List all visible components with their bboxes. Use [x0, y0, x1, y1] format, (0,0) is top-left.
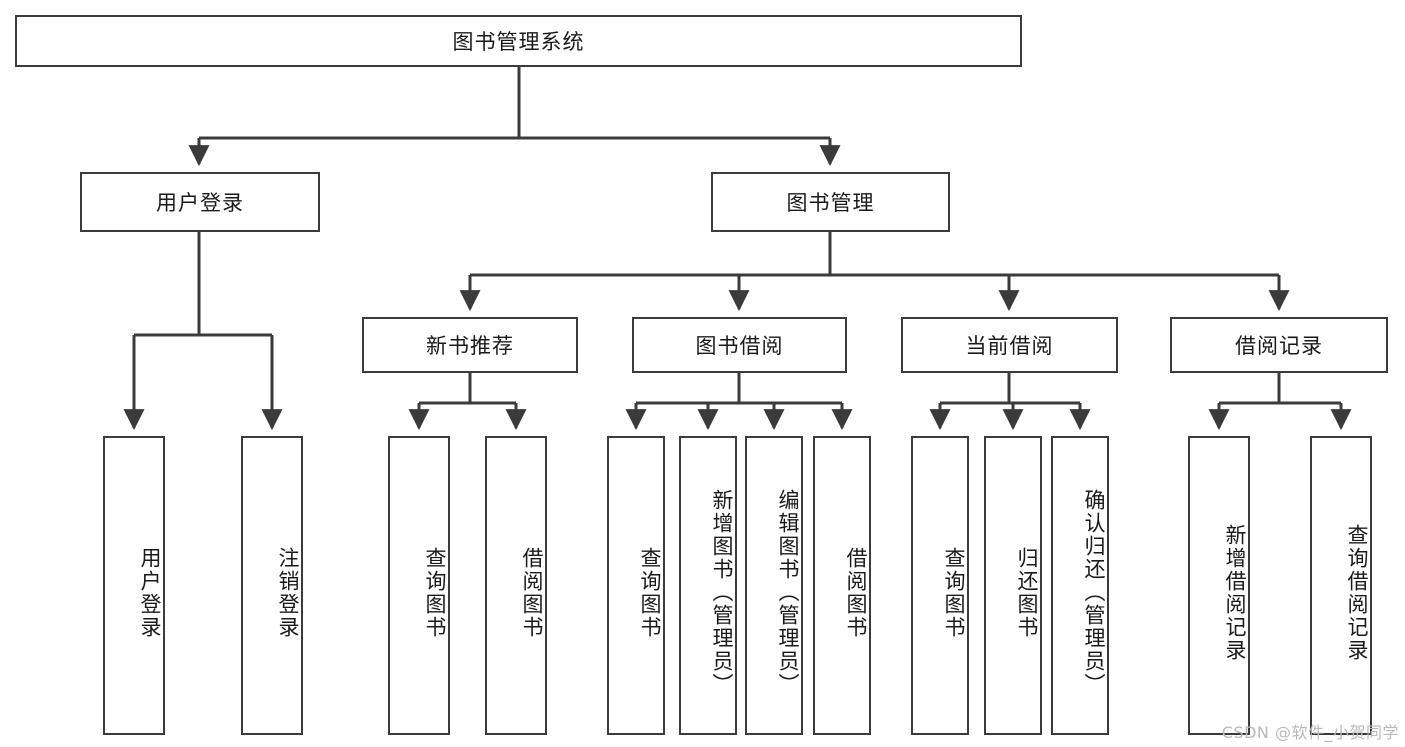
node-new-book-recommend[interactable]: 新书推荐 [362, 317, 578, 373]
node-current-borrow[interactable]: 当前借阅 [901, 317, 1118, 373]
leaf-query-book-current[interactable]: 查询图书 [911, 436, 969, 735]
leaf-query-book-recommend[interactable]: 查询图书 [388, 436, 450, 735]
leaf-borrow-book-recommend[interactable]: 借阅图书 [485, 436, 547, 735]
leaf-borrow-book[interactable]: 借阅图书 [813, 436, 871, 735]
node-book-management[interactable]: 图书管理 [711, 172, 950, 232]
leaf-add-book-admin[interactable]: 新增图书（管理员） [679, 436, 737, 735]
node-root[interactable]: 图书管理系统 [15, 15, 1022, 67]
leaf-add-borrow-record[interactable]: 新增借阅记录 [1188, 436, 1250, 735]
leaf-query-book[interactable]: 查询图书 [607, 436, 665, 735]
leaf-query-borrow-record[interactable]: 查询借阅记录 [1310, 436, 1372, 735]
leaf-user-login[interactable]: 用户登录 [103, 436, 165, 735]
leaf-user-logout[interactable]: 注销登录 [241, 436, 303, 735]
node-borrow-record[interactable]: 借阅记录 [1170, 317, 1388, 373]
watermark: CSDN @软件_小贺同学 [1221, 723, 1399, 742]
node-book-borrow[interactable]: 图书借阅 [632, 317, 847, 373]
node-user-login[interactable]: 用户登录 [80, 172, 320, 232]
leaf-edit-book-admin[interactable]: 编辑图书（管理员） [745, 436, 803, 735]
leaf-confirm-return-admin[interactable]: 确认归还（管理员） [1051, 436, 1109, 735]
leaf-return-book[interactable]: 归还图书 [984, 436, 1042, 735]
